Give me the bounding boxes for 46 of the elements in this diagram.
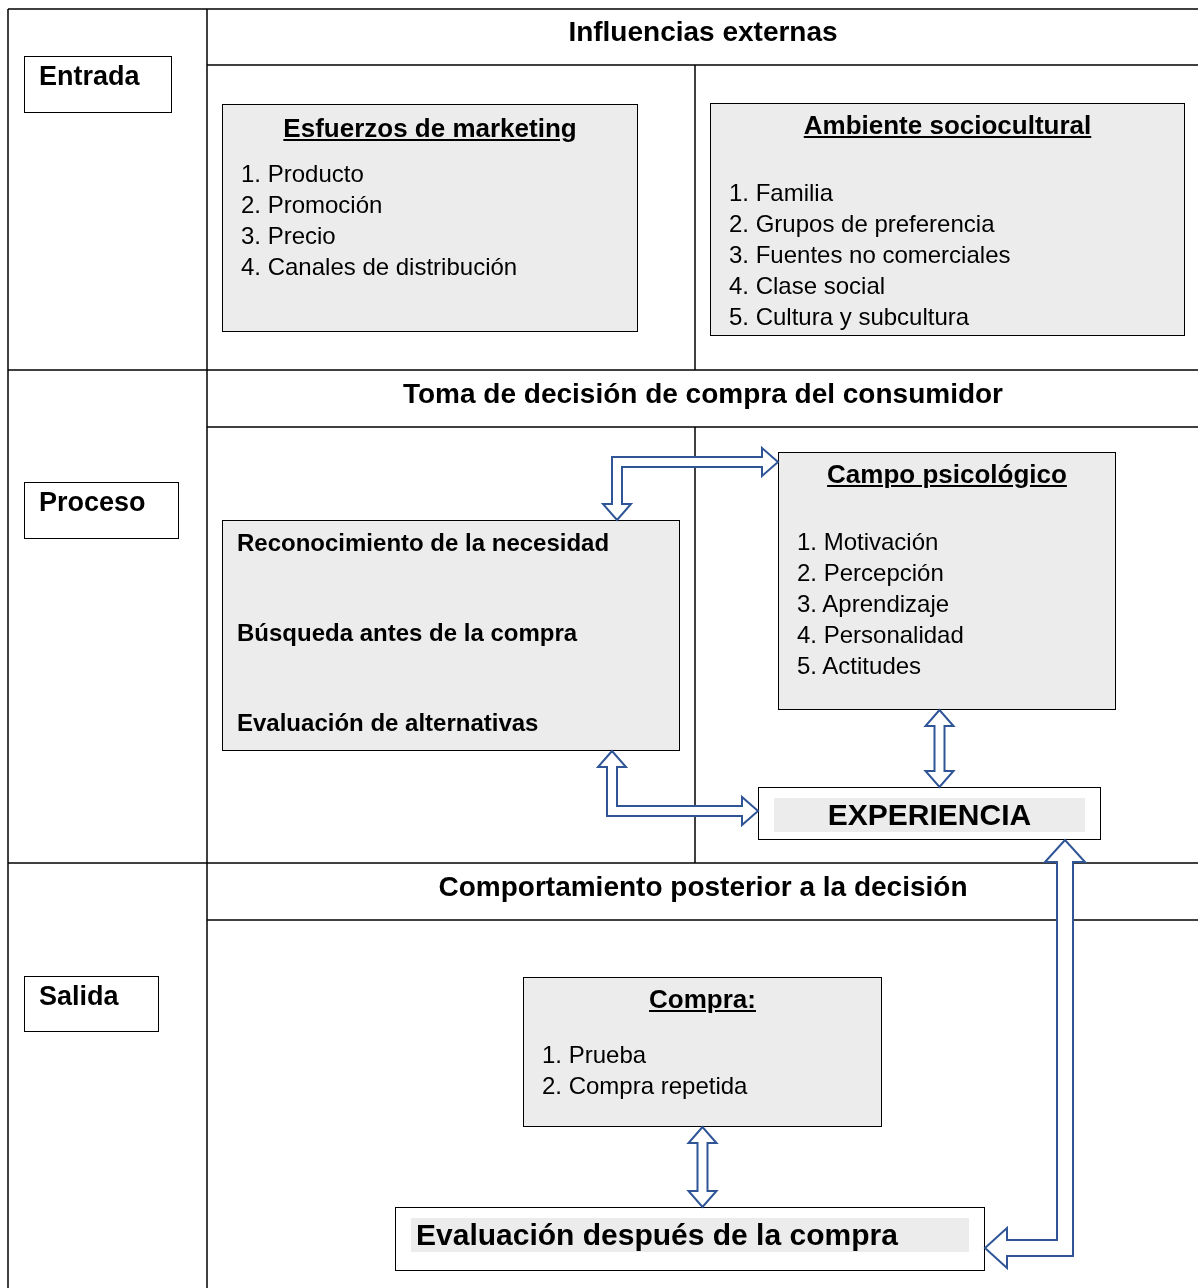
list-item: 4. Clase social [728, 271, 887, 301]
stage-box [24, 976, 159, 1032]
list-item: 2. Compra repetida [541, 1071, 749, 1101]
double-arrow [983, 838, 1088, 1271]
list-item: 2. Grupos de preferencia [728, 209, 996, 239]
content-box [710, 103, 1185, 336]
box-heading: Campo psicológico [826, 459, 1068, 490]
result-label: Evaluación después de la compra [411, 1218, 969, 1252]
list-item: 2. Percepción [796, 558, 945, 588]
stage-label: Entrada [39, 61, 140, 91]
result-box [395, 1207, 985, 1271]
list-item: 5. Cultura y subcultura [728, 302, 971, 332]
list-item: 4. Personalidad [796, 620, 965, 650]
content-box [778, 452, 1116, 710]
double-arrow [923, 708, 956, 789]
list-item: 1. Producto [240, 159, 365, 189]
step-label: Reconocimiento de la necesidad [236, 529, 611, 557]
list-item: 3. Fuentes no comerciales [728, 240, 1012, 270]
section-title: Comportamiento posterior a la decisión [438, 871, 968, 902]
double-arrow [686, 1125, 719, 1209]
list-item: 1. Prueba [541, 1040, 648, 1070]
content-box [523, 977, 882, 1127]
double-arrow [595, 749, 760, 828]
section-title: Influencias externas [568, 16, 838, 47]
list-item: 3. Aprendizaje [796, 589, 951, 619]
stage-label: Salida [39, 981, 119, 1011]
list-item: 1. Motivación [796, 527, 940, 557]
list-item: 2. Promoción [240, 190, 384, 220]
result-box [758, 787, 1101, 840]
stage-box [24, 482, 179, 539]
list-item: 1. Familia [728, 178, 835, 208]
process-box [222, 520, 680, 751]
list-item: 5. Actitudes [796, 651, 923, 681]
step-label: Búsqueda antes de la compra [236, 619, 579, 647]
result-label: EXPERIENCIA [774, 798, 1085, 832]
content-box [222, 104, 638, 332]
double-arrow [600, 445, 780, 522]
list-item: 4. Canales de distribución [240, 252, 519, 282]
section-title: Toma de decisión de compra del consumidor [402, 378, 1003, 409]
stage-box [24, 56, 172, 113]
box-heading: Compra: [648, 984, 757, 1015]
list-item: 3. Precio [240, 221, 337, 251]
box-heading: Esfuerzos de marketing [282, 113, 578, 144]
box-heading: Ambiente sociocultural [802, 110, 1093, 141]
stage-label: Proceso [39, 487, 146, 517]
step-label: Evaluación de alternativas [236, 709, 540, 737]
